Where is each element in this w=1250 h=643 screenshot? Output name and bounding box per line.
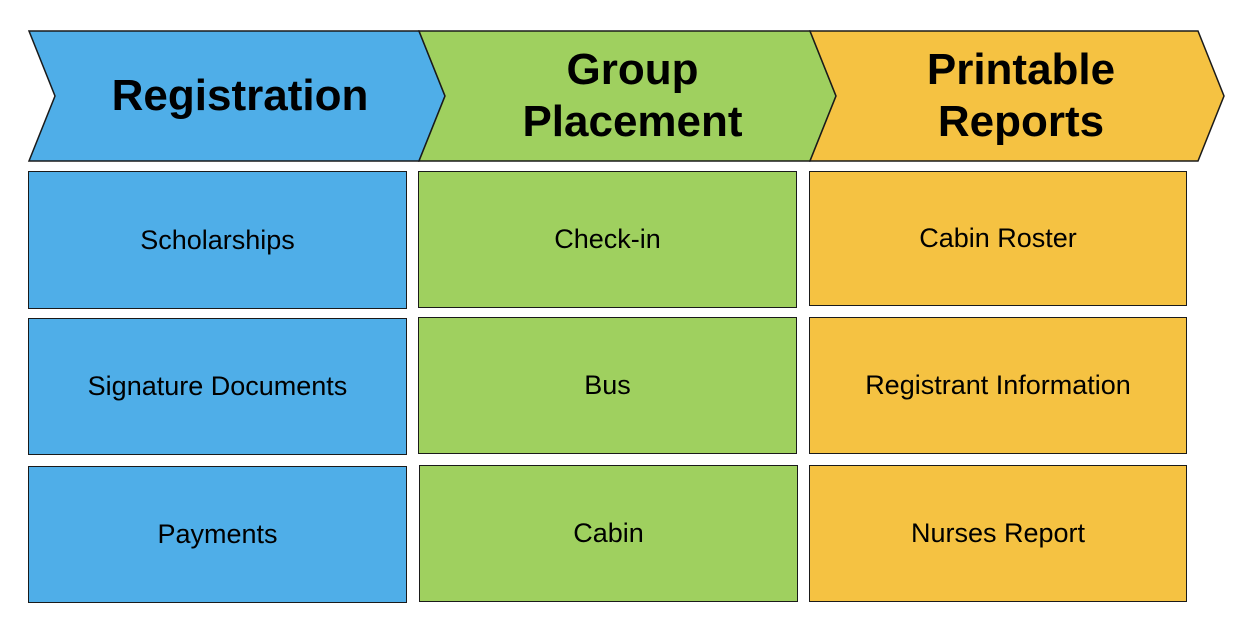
item-registrant-information: Registrant Information: [809, 317, 1187, 454]
item-cabin: Cabin: [419, 465, 798, 602]
chevron-printable-reports: [808, 30, 1225, 162]
step-title-group-placement: Group Placement: [522, 45, 743, 146]
step-title-printable-reports: Printable Reports: [926, 45, 1116, 146]
item-cabin-roster: Cabin Roster: [809, 171, 1187, 306]
item-signature-documents: Signature Documents: [28, 318, 407, 455]
item-bus: Bus: [418, 317, 797, 454]
step-title-registration: Registration: [111, 71, 369, 120]
item-payments: Payments: [28, 466, 407, 603]
item-check-in: Check-in: [418, 171, 797, 308]
item-nurses-report: Nurses Report: [809, 465, 1187, 602]
item-scholarships: Scholarships: [28, 171, 407, 309]
